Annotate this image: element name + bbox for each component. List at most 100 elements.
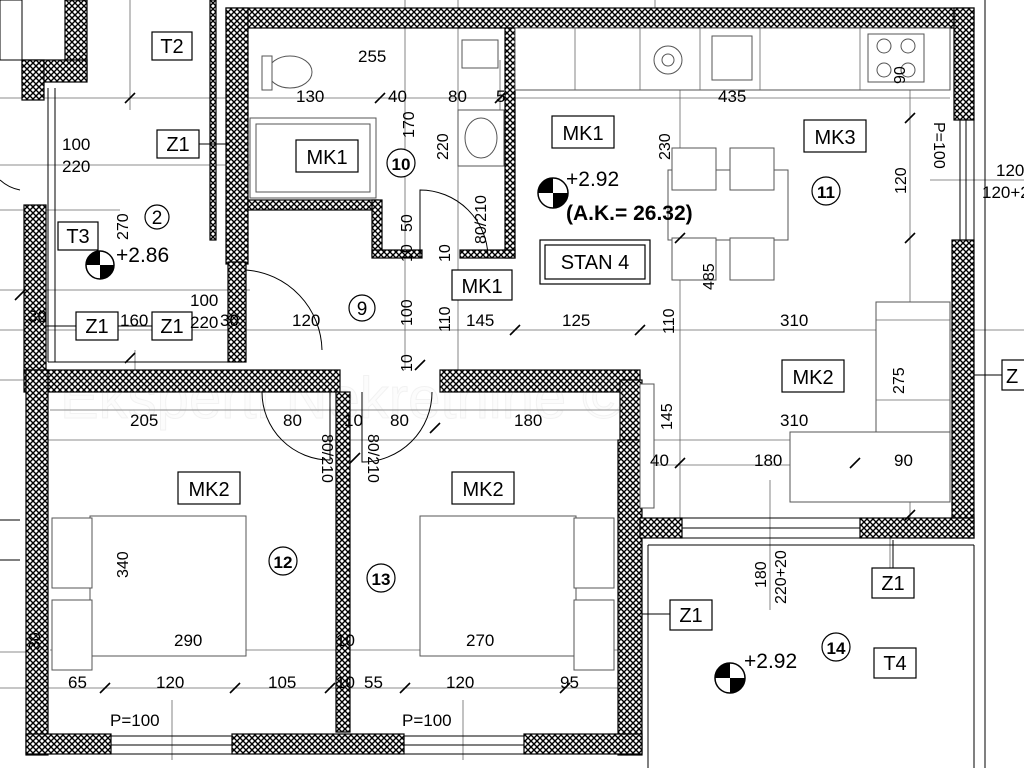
dim-160: 160 <box>120 311 148 330</box>
dim-180-bed2: 180 <box>514 411 542 430</box>
dim-10-c: 10 <box>399 354 416 372</box>
label-z1-e: Z1 <box>881 573 904 595</box>
dim-255: 255 <box>358 47 386 66</box>
dim-80-210-bed2: 80/210 <box>364 434 381 483</box>
label-box-mk3 <box>803 119 867 153</box>
dim-270: 270 <box>466 631 494 650</box>
dim-145-v: 145 <box>659 403 676 430</box>
dim-40-living: 40 <box>650 451 669 470</box>
label-mk1-bath: MK1 <box>306 147 347 169</box>
dim-310-a: 310 <box>780 311 808 330</box>
label-box-t2 <box>151 31 193 61</box>
room-number-11: 11 <box>817 183 835 202</box>
dim-130: 130 <box>296 87 324 106</box>
dim-340: 340 <box>115 551 132 578</box>
dim-220-hall-a: 220 <box>190 313 218 332</box>
dim-40-top: 40 <box>388 87 407 106</box>
room-number-13: 13 <box>372 570 391 589</box>
label-mk1-hall: MK1 <box>461 276 502 298</box>
dim-120-bed1: 120 <box>156 673 184 692</box>
dim-90-living: 90 <box>894 451 913 470</box>
label-z1-b: Z1 <box>85 316 108 338</box>
label-box-mk1-hall <box>451 269 513 301</box>
label-box-z1-c <box>151 311 193 341</box>
label-mk1-kitchen: MK1 <box>562 123 603 145</box>
dim-310-b: 310 <box>780 411 808 430</box>
dim-105: 105 <box>268 673 296 692</box>
label-t4: T4 <box>883 653 906 675</box>
dim-220-hall: 220 <box>190 313 218 332</box>
dim-100-hall-a: 100 <box>190 291 218 310</box>
level-main: +2.92 <box>566 168 619 191</box>
room-number-14: 14 <box>827 639 846 658</box>
dim-100-left: 100 <box>62 135 90 154</box>
dim-125: 125 <box>562 311 590 330</box>
dim-80-bed2: 80 <box>390 411 409 430</box>
dim-100-hall: 100 <box>190 291 218 310</box>
level-marker-t3 <box>85 250 115 280</box>
dim-220-bath: 220 <box>435 133 452 160</box>
room-number-10: 10 <box>392 155 411 174</box>
label-box-mk1-kitchen <box>551 115 615 149</box>
label-box-mk2-living <box>781 359 845 393</box>
label-z1-c: Z1 <box>160 316 183 338</box>
dim-90-top: 90 <box>892 66 909 84</box>
dim-p100-vertical: P=100 <box>930 122 947 169</box>
dim-485: 485 <box>701 263 718 290</box>
door-swings <box>0 179 489 463</box>
dim-65: 65 <box>68 673 87 692</box>
dim-10-a: 10 <box>399 244 416 262</box>
watermark: Eksperti Nekretnine © <box>60 366 625 431</box>
dim-220-left: 220 <box>62 157 90 176</box>
level-marker-main <box>537 177 569 209</box>
label-box-z1-b <box>75 311 119 341</box>
label-stan: STAN 4 <box>561 252 630 274</box>
dim-10-b: 10 <box>437 244 454 262</box>
outline-lines <box>0 0 986 768</box>
label-t2: T2 <box>160 36 183 58</box>
dim-95: 95 <box>560 673 579 692</box>
dim-30-bed-left: 30 <box>27 632 44 650</box>
dim-220-left-a: 220 <box>62 157 90 176</box>
dim-120-living: 120 <box>893 167 910 194</box>
dim-275: 275 <box>891 367 908 394</box>
dim-30-left: 30 <box>28 307 47 326</box>
dim-120-hall: 120 <box>292 311 320 330</box>
level-marker-terrace <box>714 662 746 694</box>
label-box-mk1-bath <box>295 139 359 173</box>
label-p100-left: P=100 <box>110 711 160 730</box>
dim-120-bed2: 120 <box>446 673 474 692</box>
dim-170: 170 <box>401 111 418 138</box>
dim-180-living: 180 <box>754 451 782 470</box>
dim-270-t3: 270 <box>115 213 132 240</box>
dim-100-left-a: 100 <box>62 135 90 154</box>
label-box-mk2-bed1 <box>177 471 241 505</box>
level-terrace: +2.92 <box>744 650 797 673</box>
room-number-12: 12 <box>274 553 293 572</box>
room-number-2: 2 <box>152 208 163 229</box>
dim-80-top: 80 <box>448 87 467 106</box>
label-z-right: Z <box>1006 366 1018 388</box>
dim-290: 290 <box>174 631 202 650</box>
dim-205: 205 <box>130 411 158 430</box>
area-ak: (A.K.= 26.32) <box>566 202 693 225</box>
dim-100-hall-v: 100 <box>399 299 416 326</box>
dim-80-210-bed1: 80/210 <box>318 434 335 483</box>
dim-80-210-bath: 80/210 <box>473 195 490 244</box>
label-mk2-bed1: MK2 <box>188 479 229 501</box>
dimension-ticks <box>14 92 916 694</box>
dim-110-a: 110 <box>437 306 454 332</box>
label-z1-d: Z1 <box>679 605 702 627</box>
label-box-z1-d <box>669 599 713 631</box>
dim-30-hall: 30 <box>220 311 239 330</box>
label-p100-right: P=100 <box>402 711 452 730</box>
label-box-t4 <box>873 647 917 679</box>
room-numbers <box>144 148 851 662</box>
dim-230: 230 <box>657 133 674 160</box>
label-mk2-bed2: MK2 <box>462 479 503 501</box>
dim-10-bottom: 10 <box>336 673 355 692</box>
dim-120-220-right: 120+2 <box>982 183 1024 202</box>
label-t3: T3 <box>66 226 89 248</box>
room-number-9: 9 <box>357 299 368 320</box>
dim-120-right: 120 <box>996 161 1024 180</box>
